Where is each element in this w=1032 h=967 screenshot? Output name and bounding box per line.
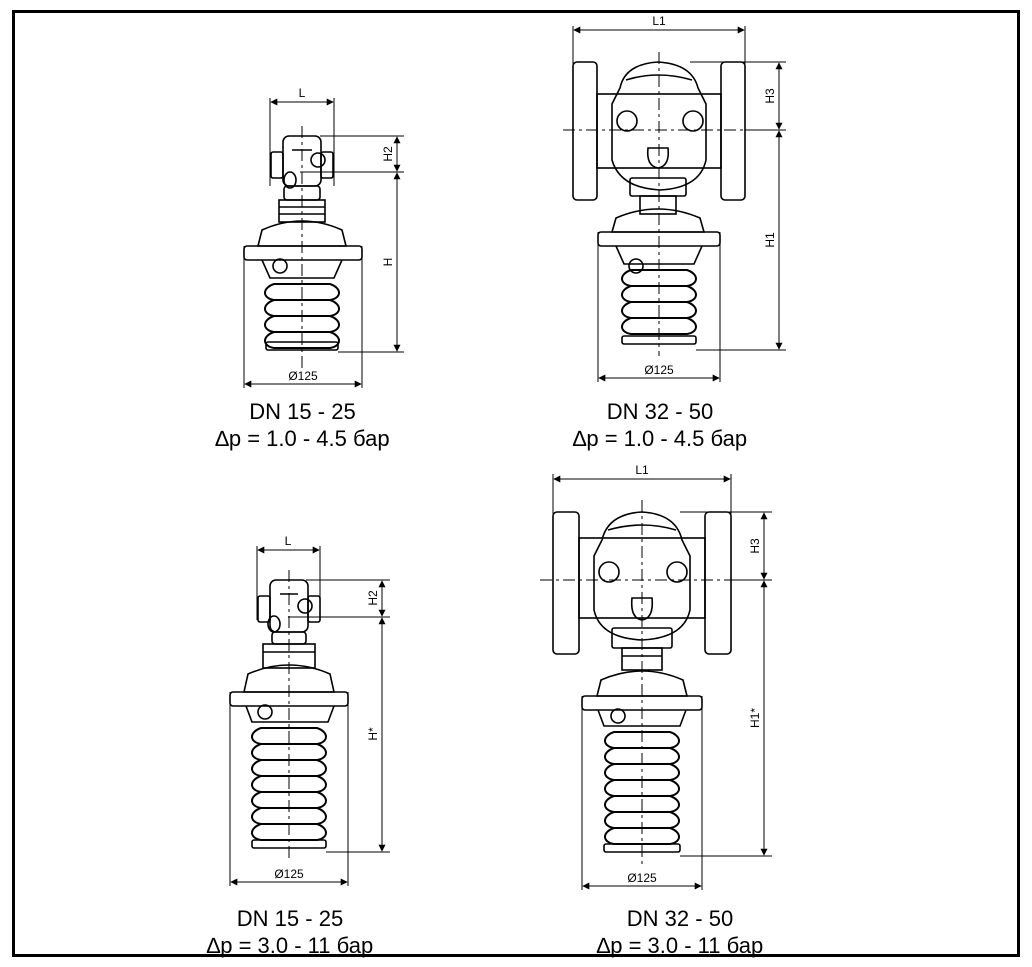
dim-width-label: L <box>299 86 306 100</box>
caption-pressure-range: ∆p = 1.0 - 4.5 бар <box>572 426 748 451</box>
valve-drawing-tr <box>563 26 786 382</box>
dim-diameter-label: Ø125 <box>274 867 304 881</box>
dim-height-label: H1* <box>748 708 762 728</box>
caption-tl: DN 15 - 25 ∆p = 1.0 - 4.5 бар <box>180 398 425 452</box>
caption-br: DN 32 - 50 ∆p = 3.0 - 11 бар <box>565 905 795 959</box>
dim-width-label: L1 <box>635 463 649 477</box>
caption-model-range: DN 15 - 25 <box>249 399 356 424</box>
caption-model-range: DN 15 - 25 <box>236 906 344 931</box>
caption-pressure-range: ∆p = 3.0 - 11 бар <box>596 933 764 958</box>
dim-height-top-label: H2 <box>366 590 380 606</box>
dim-diameter-label: Ø125 <box>288 369 318 383</box>
dim-height-top-label: H2 <box>381 146 395 162</box>
caption-pressure-range: ∆p = 3.0 - 11 бар <box>206 933 374 958</box>
dim-height-label: H* <box>366 727 380 741</box>
dim-height-label: H <box>381 258 395 267</box>
valve-drawing-bl <box>229 546 390 886</box>
caption-tr: DN 32 - 50 ∆p = 1.0 - 4.5 бар <box>545 398 775 452</box>
dim-width-label: L1 <box>652 14 666 28</box>
caption-bl: DN 15 - 25 ∆p = 3.0 - 11 бар <box>170 905 410 959</box>
caption-model-range: DN 32 - 50 <box>626 906 734 931</box>
valve-drawing-br <box>540 474 772 890</box>
drawing-frame <box>12 10 1020 957</box>
caption-model-range: DN 32 - 50 <box>606 399 714 424</box>
dim-height-top-label: H3 <box>748 538 762 554</box>
caption-pressure-range: ∆p = 1.0 - 4.5 бар <box>215 426 390 451</box>
valve-drawing-tl <box>243 98 404 388</box>
dim-width-label: L <box>285 534 292 548</box>
dim-height-top-label: H3 <box>763 88 777 104</box>
dim-height-label: H1 <box>763 232 777 248</box>
dim-diameter-label: Ø125 <box>627 871 657 885</box>
dim-diameter-label: Ø125 <box>644 363 674 377</box>
